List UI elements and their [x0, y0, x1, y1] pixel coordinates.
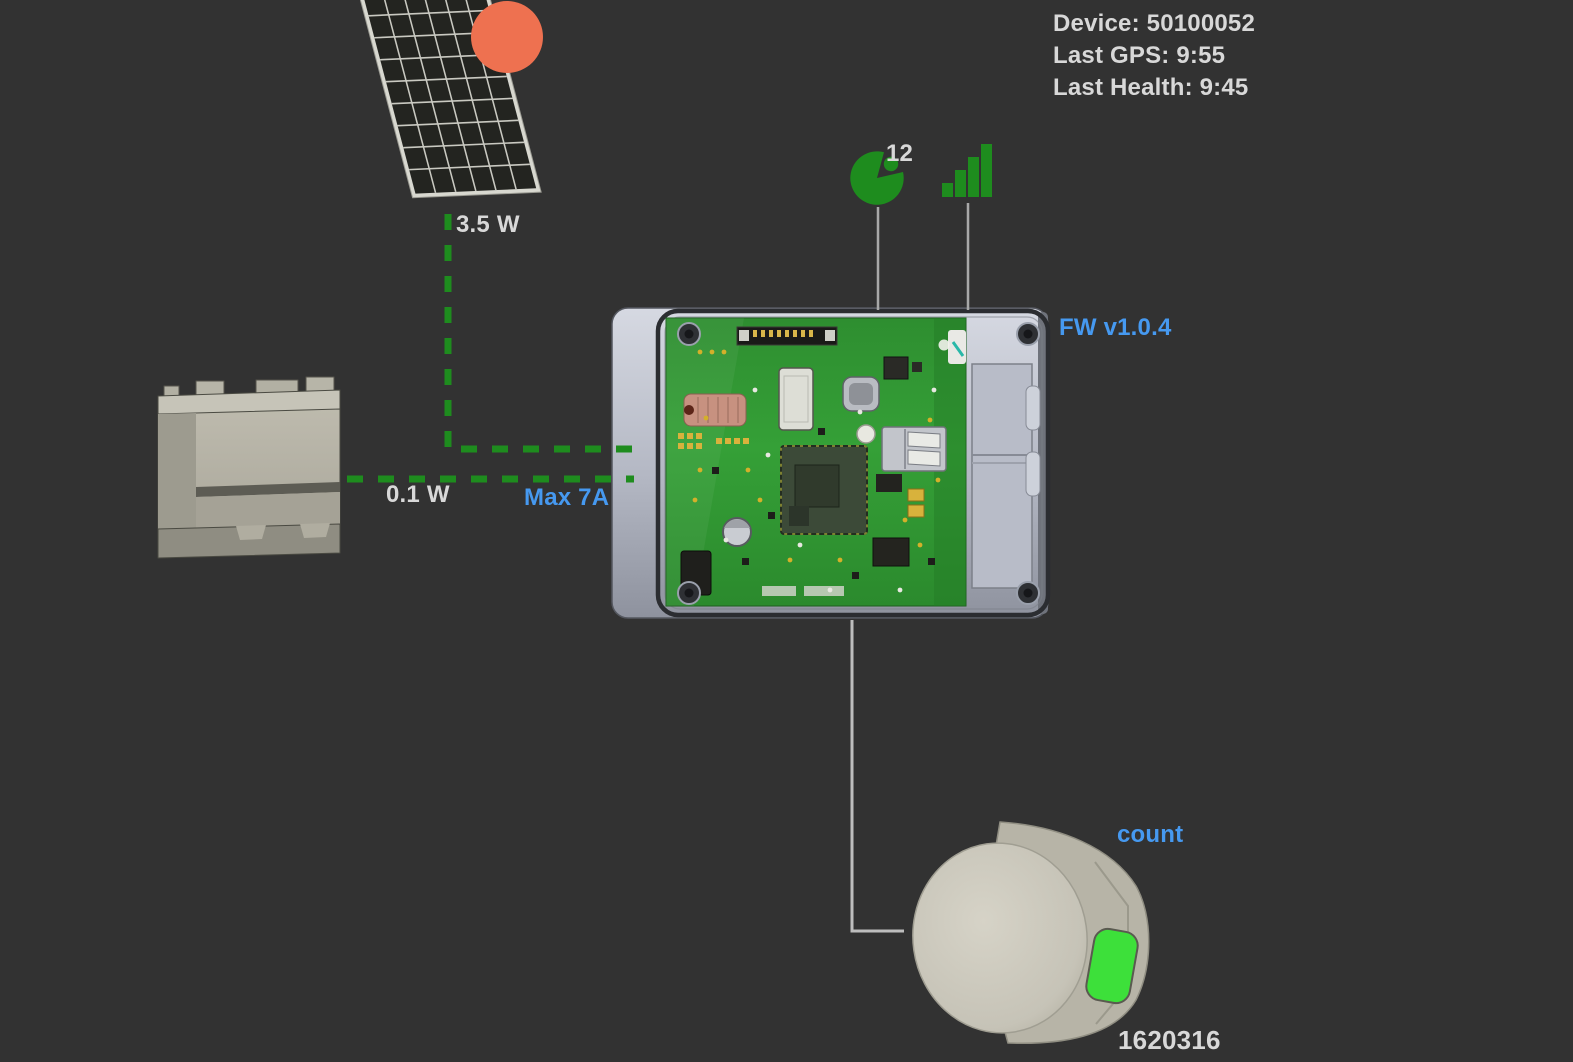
max-current-label: Max 7A	[524, 484, 610, 511]
device-id-label: Device: 50100052	[1053, 10, 1256, 37]
firmware-version-label: FW v1.0.4	[1059, 314, 1172, 341]
last-gps-label: Last GPS: 9:55	[1053, 42, 1226, 69]
solar-power-line	[444, 214, 634, 453]
sensor-link-line	[850, 620, 904, 933]
connection-lines	[347, 203, 970, 933]
pcb	[665, 317, 967, 607]
sun-indicator-icon	[471, 1, 543, 73]
status-panel: Device: 50100052 Last GPS: 9:55 Last Hea…	[1053, 8, 1255, 104]
gateway-device-model[interactable]	[611, 307, 1051, 619]
battery-power-label: 0.1 W	[386, 481, 450, 508]
satellite-dish-icon	[850, 151, 904, 205]
counter-sensor-model[interactable]	[901, 821, 1150, 1045]
lid-screws	[677, 322, 1040, 605]
sensor-metric-label: count	[1117, 821, 1184, 848]
gps-satellite-count: 12	[886, 140, 914, 167]
battery-model[interactable]	[157, 376, 341, 559]
solar-panel-model[interactable]	[351, 0, 543, 199]
solar-power-label: 3.5 W	[456, 211, 520, 238]
sensor-count-value: 1620316	[1118, 1025, 1221, 1055]
sensor-indicator-light	[1085, 927, 1139, 1005]
last-health-label: Last Health: 9:45	[1053, 74, 1249, 101]
signal-bars-icon	[942, 144, 992, 197]
